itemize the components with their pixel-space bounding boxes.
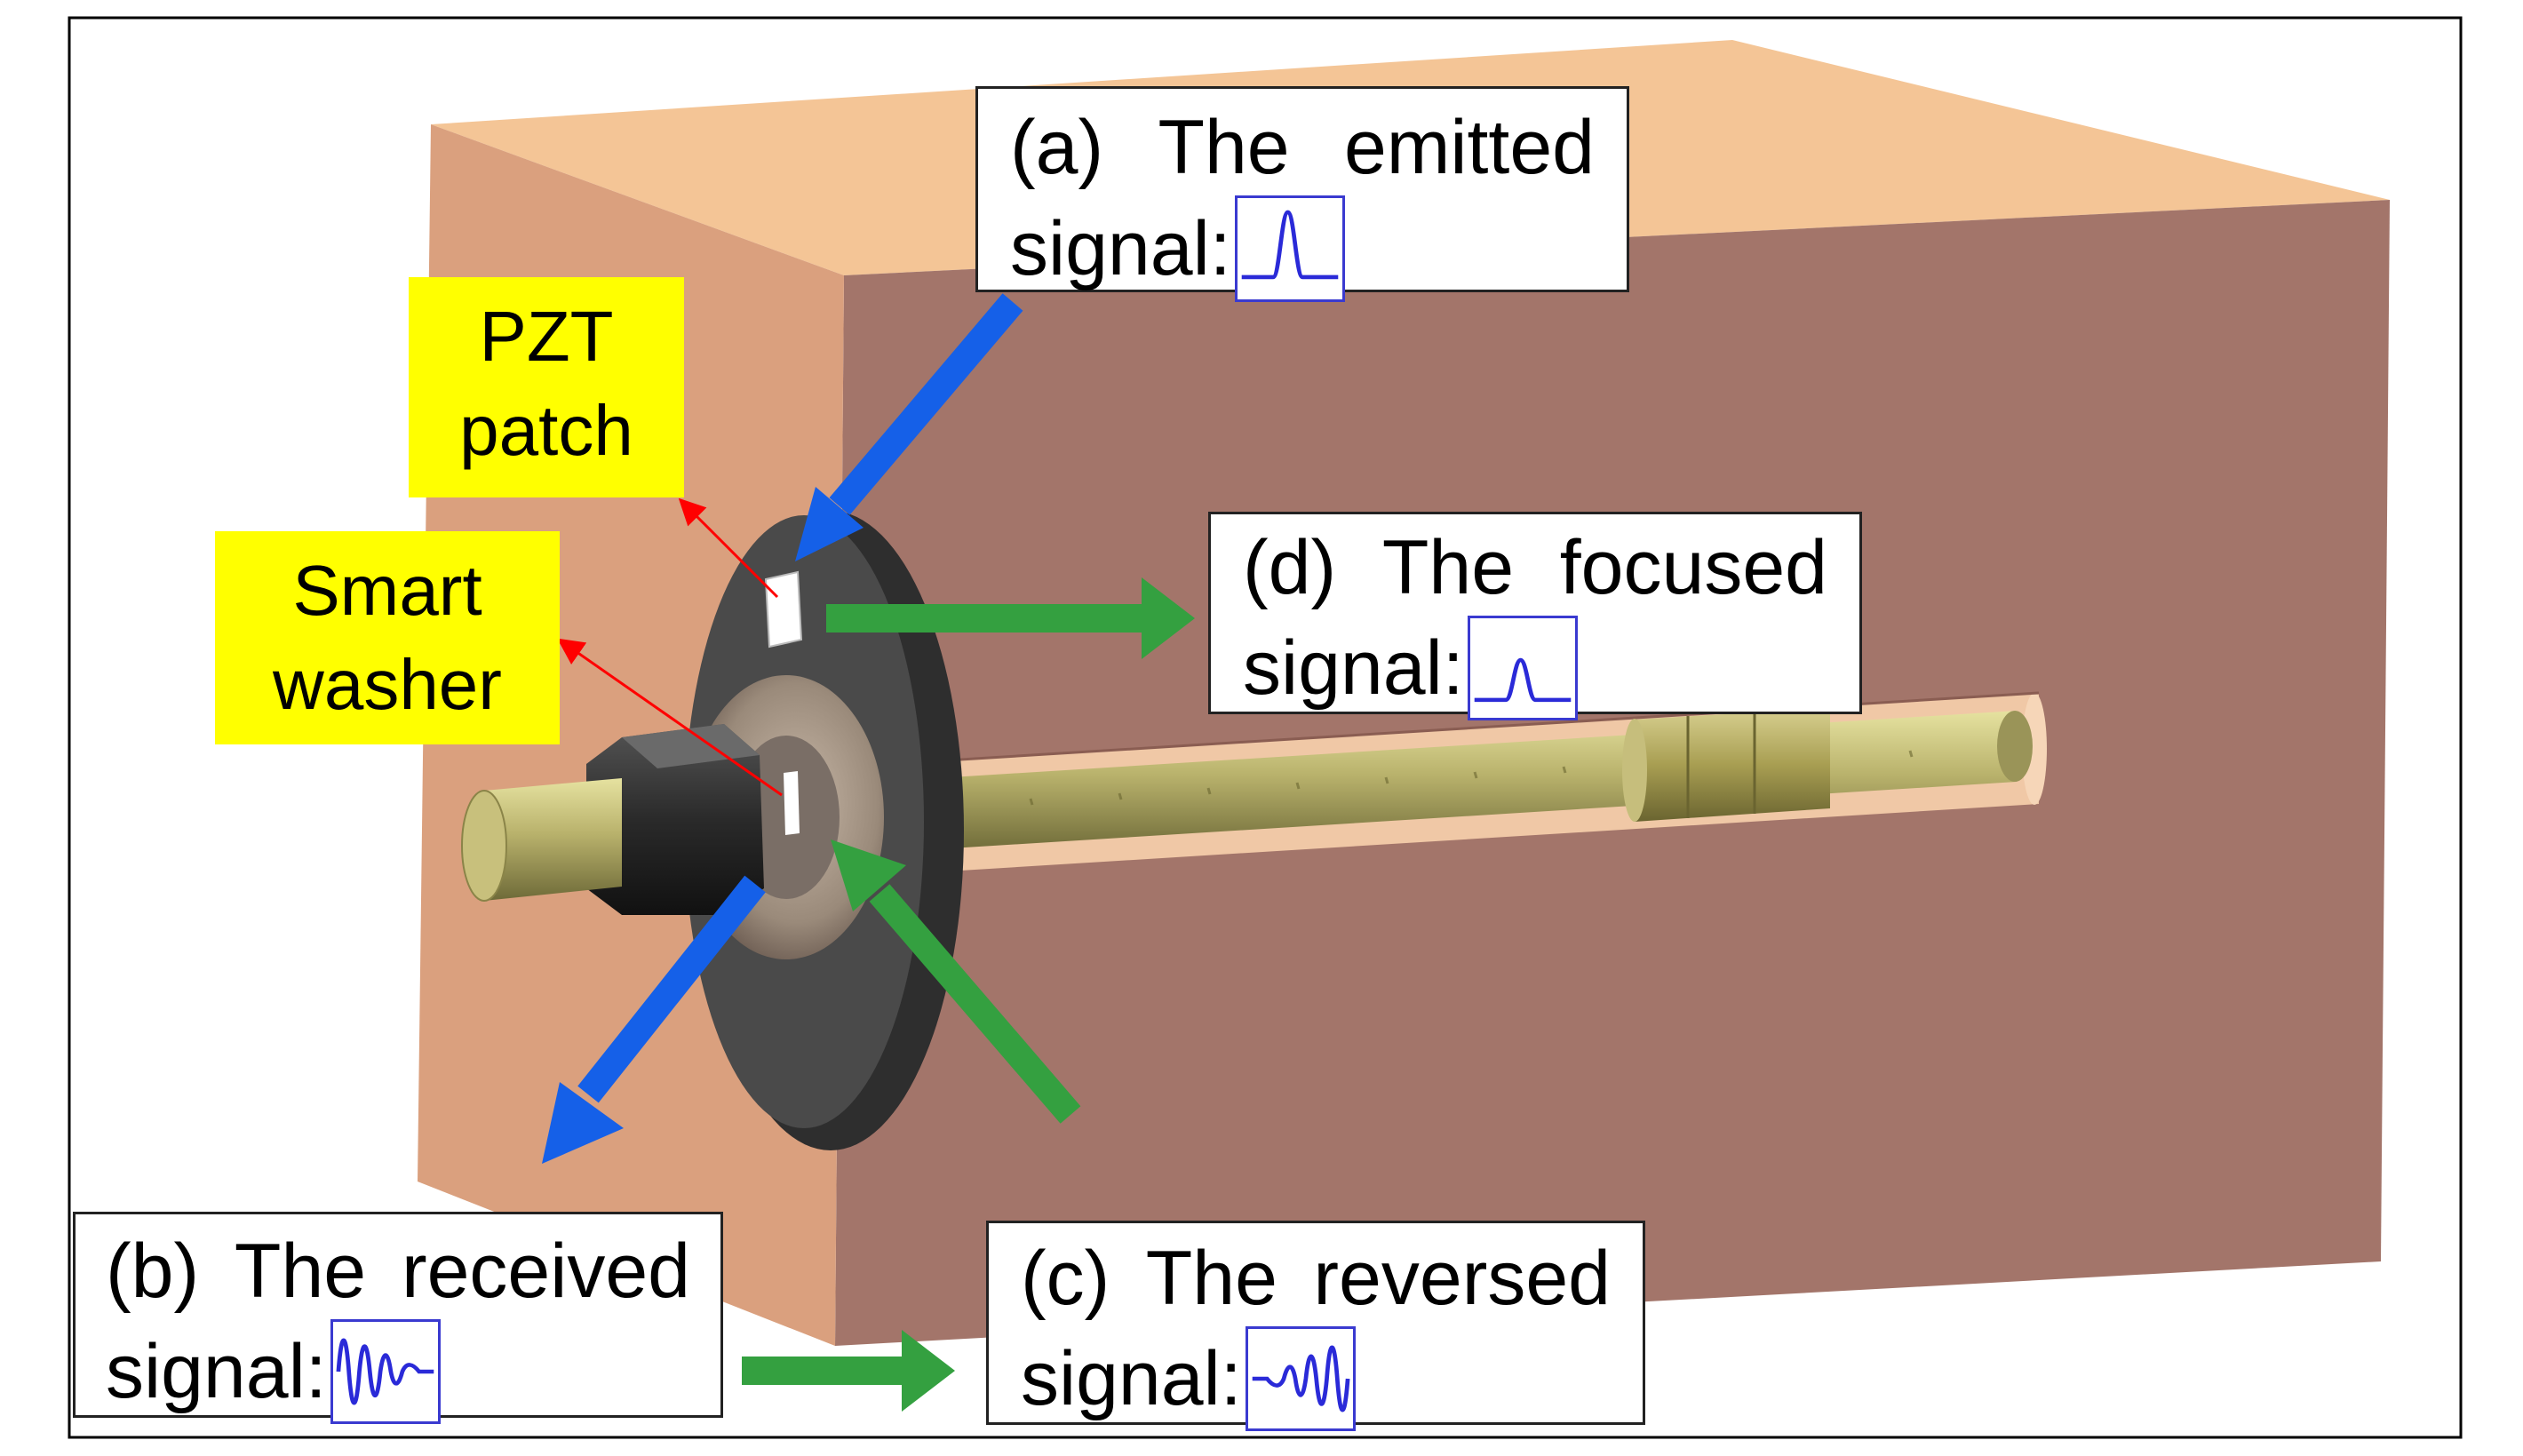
bolt-head: [586, 724, 764, 915]
emitted-article: The: [1158, 105, 1290, 190]
bolt-stub: [461, 778, 622, 902]
received-signal-text: signal:: [106, 1329, 327, 1414]
emitted-signal-arrow: [795, 293, 1023, 561]
figure-frame: [68, 16, 2463, 1439]
pzt-pointer-arrow: [678, 497, 779, 599]
received-to-reversed-arrow: [742, 1330, 955, 1412]
focused-signal-arrow: [826, 577, 1195, 659]
reversed-waveform-icon: [1245, 1326, 1356, 1431]
pzt-patch-label-line1: PZT: [479, 297, 614, 376]
smart-washer-label: Smart washer: [215, 531, 560, 744]
received-signal-callout: (b) The received signal:: [73, 1212, 723, 1424]
emitted-word: emitted: [1343, 105, 1595, 190]
smart-washer-label-line2: washer: [273, 645, 502, 724]
emitted-signal-text: signal:: [1010, 206, 1231, 291]
focused-waveform-icon: [1467, 616, 1578, 720]
emitted-waveform-icon: [1234, 195, 1345, 302]
received-waveform-icon: [330, 1319, 441, 1424]
reversed-word: reversed: [1313, 1236, 1611, 1321]
reversed-to-bolt-arrow: [831, 839, 1081, 1124]
washer-pointer-arrow: [557, 638, 783, 797]
reversed-letter: (c): [1021, 1236, 1110, 1321]
emitted-signal-callout: (a) The emitted signal:: [975, 86, 1629, 302]
focused-word: focused: [1559, 525, 1827, 610]
received-word: received: [401, 1229, 690, 1314]
bolt-nut: [1622, 708, 1830, 822]
pzt-patch: [764, 570, 803, 648]
focused-signal-callout: (d) The focused signal:: [1208, 512, 1862, 720]
reversed-signal-callout: (c) The reversed signal:: [986, 1221, 1645, 1431]
washer-pzt-patch: [784, 771, 800, 835]
smart-washer-label-line1: Smart: [292, 551, 482, 630]
focused-letter: (d): [1243, 525, 1337, 610]
reversed-signal-text: signal:: [1021, 1336, 1242, 1421]
received-article: The: [234, 1229, 367, 1314]
received-signal-arrow: [542, 875, 766, 1164]
emitted-letter: (a): [1010, 105, 1104, 190]
received-letter: (b): [106, 1229, 200, 1314]
pzt-patch-label: PZT patch: [409, 277, 684, 497]
focused-signal-text: signal:: [1243, 625, 1464, 711]
reversed-article: The: [1145, 1236, 1277, 1321]
pzt-patch-label-line2: patch: [459, 391, 633, 470]
focused-article: The: [1381, 525, 1515, 610]
